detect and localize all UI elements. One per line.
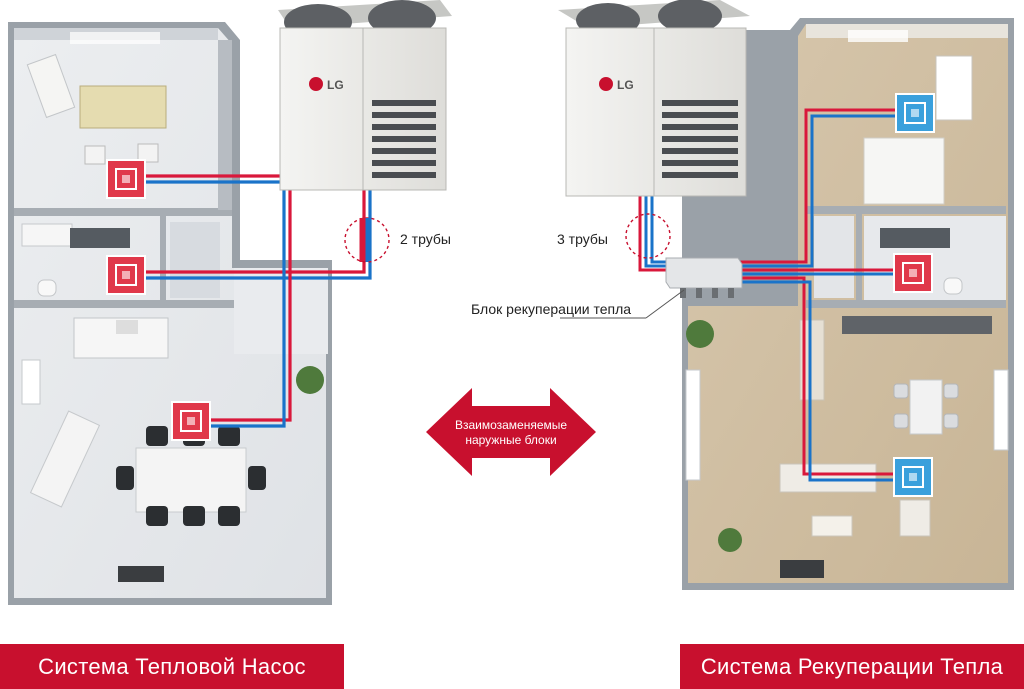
dining-table [135,447,247,513]
left-pipes-label: 2 трубы [400,231,451,247]
crib [935,55,973,121]
heat-recovery-box-label: Блок рекуперации тепла [471,301,632,317]
lg-logo-icon [599,77,613,91]
indoor-cassette-heating-icon [106,159,146,199]
office-desk [79,85,167,129]
outdoor-unit-icon [278,0,452,191]
plant [718,528,742,552]
wall-divider [14,208,232,216]
window [993,369,1009,451]
indoor-cassette-cooling-icon [895,93,935,133]
center-arrow-text: Взаимозаменяемые наружные блоки [446,418,576,448]
stair-area [234,268,328,354]
toilet [37,279,57,297]
plant [296,366,324,394]
indoor-cassette-heating-icon [106,255,146,295]
pipe-callout-circle [625,213,671,259]
right-building [682,18,1014,590]
sink [21,223,73,247]
indoor-cassette-cooling-icon [893,457,933,497]
left-system-title: Система Тепловой Насос [0,644,344,689]
left-building [8,22,332,605]
vanity [880,228,950,248]
stairs [118,566,164,582]
chair [137,143,159,163]
indoor-cassette-heating-icon [893,253,933,293]
laptop [116,320,138,334]
center-arrow-line1: Взаимозаменяемые [454,418,568,432]
wall-divider [160,216,166,300]
sofa [26,53,76,119]
toilet [943,277,963,295]
wall-divider [856,214,862,300]
indoor-cassette-heating-icon [171,401,211,441]
vanity [70,228,130,248]
right-pipes-label: 3 трубы [557,231,608,247]
armchair [899,499,931,537]
center-arrow-line2: наружные блоки [465,433,557,447]
corridor [814,216,854,298]
plant [686,320,714,348]
right-pipes [638,108,900,482]
double-arrow-icon [426,388,596,476]
lg-logo-icon [309,77,323,91]
stairs [780,560,824,578]
chair [84,145,106,165]
right-system-title: Система Рекуперации Тепла [680,644,1024,689]
heat-recovery-box-icon [665,257,743,298]
wall-divider [14,300,234,308]
coffee-table [811,515,853,537]
wall-divider [806,300,1006,308]
window [21,359,41,405]
left-unit-logo: LG [327,78,344,92]
right-unit-logo: LG [617,78,634,92]
skylight [848,30,908,42]
corridor [170,222,220,298]
wall-divider [806,206,1006,214]
bed [863,137,945,205]
dining-table [909,379,943,435]
outdoor-unit-icon [558,0,750,197]
skylight [70,32,160,44]
living-sofa [779,463,877,493]
lounge-sofa [29,410,101,508]
window [685,369,701,481]
kitchen-counter [842,316,992,334]
